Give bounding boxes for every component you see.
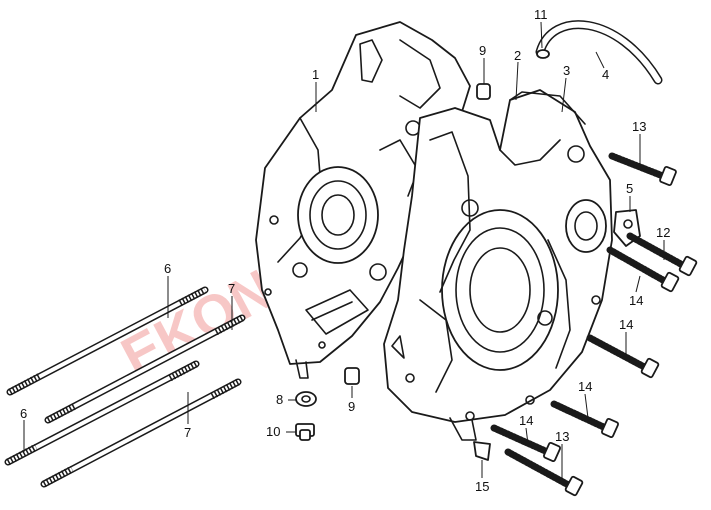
callout-1: 1 xyxy=(312,67,319,82)
right-crankcase-half xyxy=(383,89,613,441)
stud-7-upper xyxy=(44,314,246,424)
callout-10: 10 xyxy=(266,424,280,439)
bolt-12 xyxy=(626,232,698,277)
tube-clip-11 xyxy=(536,49,550,59)
callout-6-upper: 6 xyxy=(164,261,171,276)
long-studs xyxy=(4,286,246,488)
stud-7-lower xyxy=(40,378,242,488)
callout-4: 4 xyxy=(602,67,609,82)
callout-3: 3 xyxy=(563,63,570,78)
callout-7-upper: 7 xyxy=(228,281,235,296)
callout-6-lower: 6 xyxy=(20,406,27,421)
callout-11: 11 xyxy=(534,7,548,22)
callout-7-lower: 7 xyxy=(184,425,191,440)
bolt-14-b xyxy=(586,334,660,379)
washer-8 xyxy=(295,391,317,407)
stud-6-lower xyxy=(4,360,200,466)
callout-2: 2 xyxy=(514,48,521,63)
callout-12: 12 xyxy=(656,225,670,240)
callout-5: 5 xyxy=(626,181,633,196)
bolt-14-c xyxy=(550,400,619,439)
callout-14-b: 14 xyxy=(619,317,633,332)
callout-14-c: 14 xyxy=(578,379,592,394)
callout-13-lower: 13 xyxy=(555,429,569,444)
dowel-pin-9-lower xyxy=(344,367,360,385)
bolts xyxy=(490,152,698,497)
bolt-14-a xyxy=(606,246,680,293)
leader-lines xyxy=(23,21,665,478)
breather-tube-4 xyxy=(535,20,663,85)
left-crankcase-half xyxy=(255,21,471,379)
callout-14-d: 14 xyxy=(519,413,533,428)
stud-6-upper xyxy=(6,286,209,396)
clip-15 xyxy=(473,441,491,461)
callout-8: 8 xyxy=(276,392,283,407)
drain-bolt-10 xyxy=(295,423,315,441)
bolt-13-upper xyxy=(608,152,677,186)
callout-13-upper: 13 xyxy=(632,119,646,134)
callout-labels: 1 2 3 4 5 6 6 7 7 8 9 9 10 11 12 13 13 1… xyxy=(20,7,670,494)
callout-14-a: 14 xyxy=(629,293,643,308)
bolt-14-d xyxy=(490,424,561,463)
dowel-pin-9-upper xyxy=(476,83,491,100)
callout-9-upper: 9 xyxy=(479,43,486,58)
callout-15: 15 xyxy=(475,479,489,494)
callout-9-lower: 9 xyxy=(348,399,355,414)
bolt-13-lower xyxy=(504,448,584,497)
